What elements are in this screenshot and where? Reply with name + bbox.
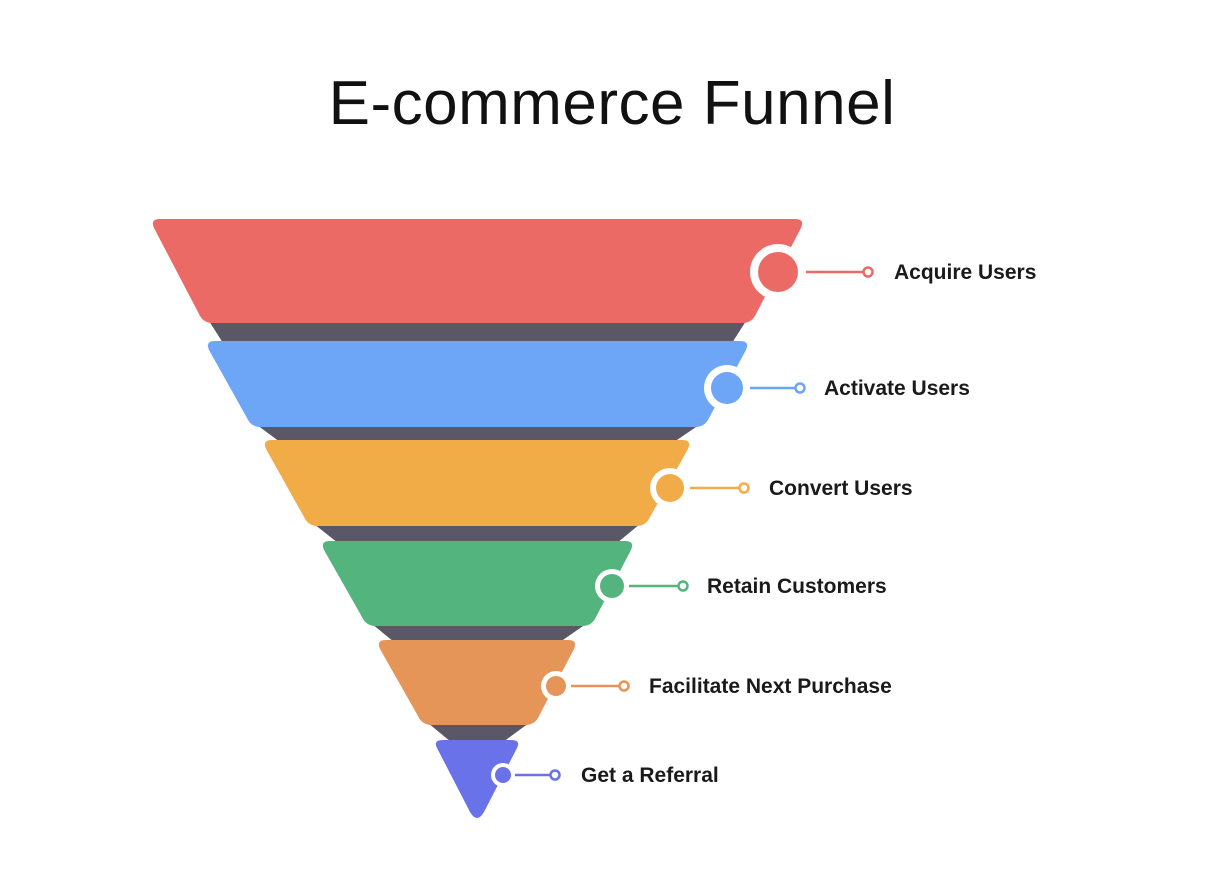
connector-end-dot <box>677 580 689 592</box>
funnel-shadows <box>209 321 746 742</box>
band-fold-shadow <box>314 524 640 543</box>
band-fold-shadow <box>257 425 699 442</box>
band-dot <box>758 252 798 292</box>
band-dot <box>546 676 566 696</box>
funnel-band-5 <box>378 640 576 725</box>
band-dot <box>656 474 684 502</box>
band-fold-shadow <box>209 321 746 343</box>
connector-end-dot <box>794 382 806 394</box>
band-dot <box>495 767 511 783</box>
connector-end-dot <box>549 769 561 781</box>
stage-label-1: Acquire Users <box>894 261 1036 284</box>
connector-end-dot <box>618 680 630 692</box>
stage-label-5: Facilitate Next Purchase <box>649 675 892 698</box>
connector-end-dot <box>738 482 750 494</box>
funnel-band-3 <box>264 440 690 526</box>
funnel-band-2 <box>207 341 748 427</box>
stage-label-4: Retain Customers <box>707 575 887 598</box>
stage-label-6: Get a Referral <box>581 764 719 787</box>
funnel-band-6 <box>435 740 519 818</box>
funnel-bands <box>152 219 803 818</box>
band-fold-shadow <box>372 624 586 642</box>
band-dot <box>711 372 743 404</box>
stage-label-3: Convert Users <box>769 477 913 500</box>
band-dot <box>600 574 624 598</box>
band-fold-shadow <box>428 723 529 742</box>
diagram-title: E-commerce Funnel <box>328 69 896 138</box>
funnel-band-4 <box>322 541 633 626</box>
funnel-band-1 <box>152 219 803 323</box>
stage-label-2: Activate Users <box>824 377 970 400</box>
connector-end-dot <box>862 266 874 278</box>
